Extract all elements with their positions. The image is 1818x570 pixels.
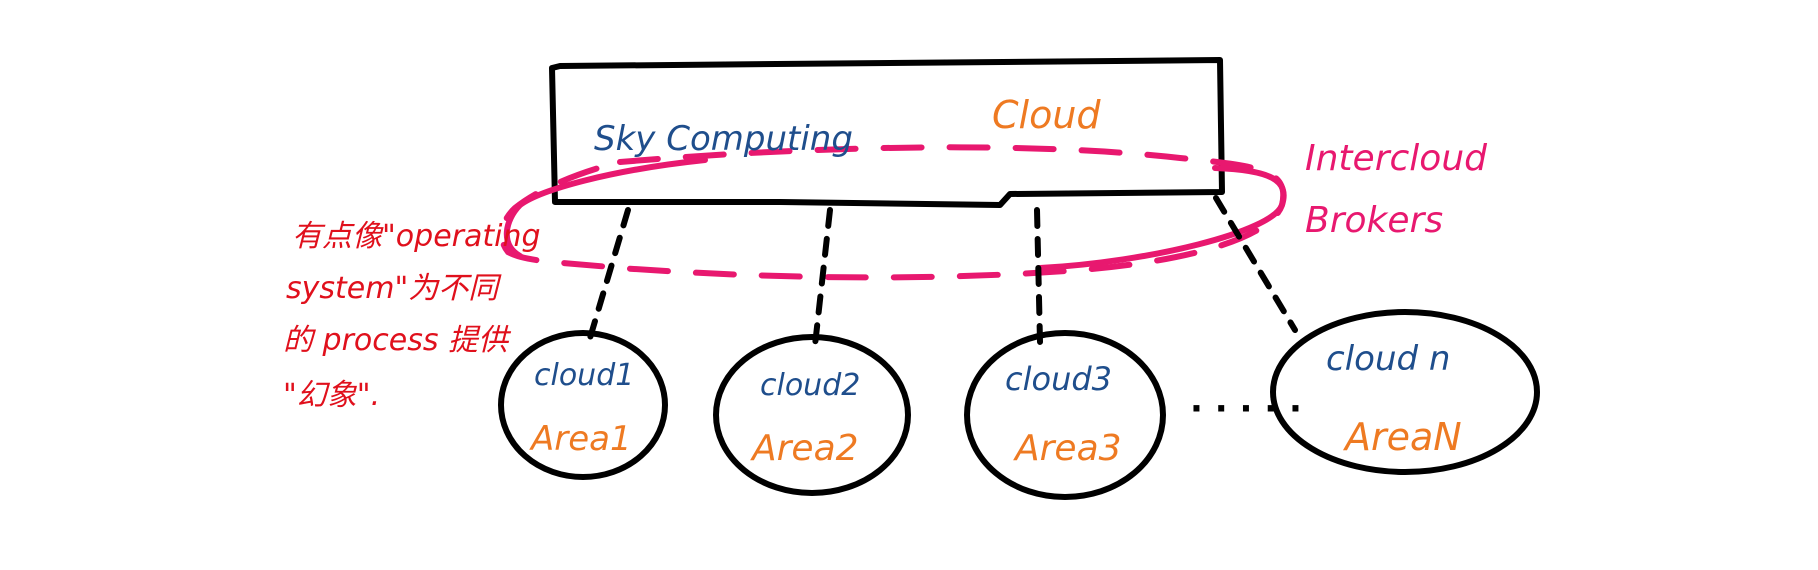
cloud3-ellipse: [964, 330, 1166, 500]
cloudn-name: cloud n: [1326, 339, 1450, 379]
clouds-ellipsis: · · · · ·: [1190, 389, 1302, 429]
cloud1-area: Area1: [529, 419, 632, 459]
cloudn-ellipse: [1270, 309, 1540, 475]
connector-cloudn: [1213, 195, 1298, 333]
intercloud-broker-loop: [498, 144, 1287, 281]
cloud-label: Cloud: [992, 93, 1101, 137]
cloud2-area: Area2: [750, 428, 859, 469]
cloud1-name: cloud1: [534, 358, 634, 393]
broker-label-line1: Intercloud: [1305, 138, 1488, 179]
annotation-line4: "幻象".: [283, 378, 380, 413]
broker-loop-left-solid: [503, 157, 708, 259]
broker-loop-right-solid: [1037, 165, 1287, 271]
sky-computing-box: [549, 57, 1225, 208]
annotation-line1: 有点像"operating: [292, 219, 541, 254]
annotation-line2: system"为不同: [286, 271, 502, 306]
cloud2-ellipse: [713, 334, 911, 496]
connector-cloud3: [1034, 207, 1043, 345]
broker-label-line2: Brokers: [1305, 200, 1443, 241]
cloud3-name: cloud3: [1005, 360, 1112, 398]
annotation-line3: 的 process 提供: [283, 323, 512, 358]
connector-cloud2: [812, 207, 833, 348]
sky-computing-label: Sky Computing: [594, 119, 853, 159]
cloud3-area: Area3: [1013, 428, 1122, 469]
cloud1-ellipse: [498, 330, 668, 480]
connector-cloud1: [587, 207, 631, 341]
cloud2-name: cloud2: [760, 368, 860, 403]
cloudn-area: AreaN: [1342, 415, 1462, 459]
